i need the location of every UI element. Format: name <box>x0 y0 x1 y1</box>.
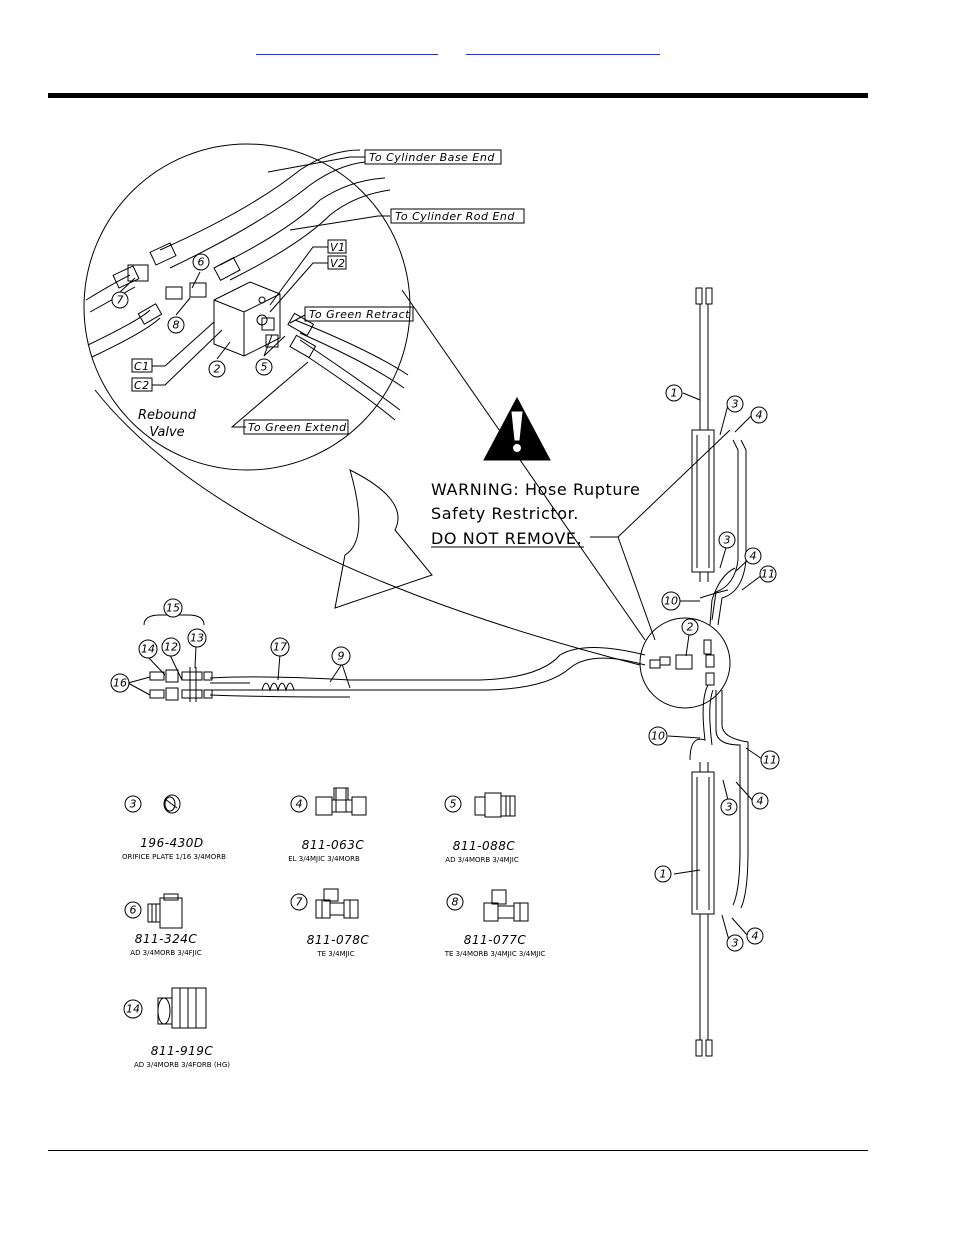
parts-ref-3: 3 <box>130 798 137 811</box>
part-number-5: 811-088C <box>453 839 516 853</box>
part-3-illustration <box>163 794 181 814</box>
label-v1: V1 <box>330 241 346 254</box>
junction-circle <box>639 617 731 709</box>
detail-arrow <box>334 469 433 609</box>
callout-4-top-a: 4 <box>756 409 763 422</box>
callout-circles <box>110 253 780 1019</box>
part-desc-3: ORIFICE PLATE 1/16 3/4MORB <box>122 853 226 861</box>
parts-ref-8: 8 <box>452 896 459 909</box>
label-to-green-retract: To Green Retract <box>309 308 410 321</box>
callout-2-detail: 2 <box>214 363 221 376</box>
callout-15: 15 <box>166 602 180 615</box>
label-rebound: Rebound <box>138 408 197 423</box>
part-number-14: 811-919C <box>151 1044 214 1058</box>
hose-wrap <box>261 682 295 692</box>
warning-line-3: DO NOT REMOVE. <box>431 529 582 548</box>
part-5-illustration <box>474 792 516 818</box>
warning-line-2: Safety Restrictor. <box>431 504 579 523</box>
callout-17: 17 <box>273 641 287 654</box>
part-number-3: 196-430D <box>140 836 203 850</box>
part-number-6: 811-324C <box>135 932 198 946</box>
callout-3-bottom-a: 3 <box>726 801 733 814</box>
part-desc-6: AD 3/4MORB 3/4FJIC <box>130 949 202 957</box>
bottom-cylinder <box>691 762 715 1057</box>
callout-9: 9 <box>338 650 345 663</box>
nav-link-next[interactable] <box>466 40 660 55</box>
label-c2: C2 <box>134 379 150 392</box>
parts-ref-14: 14 <box>126 1003 140 1016</box>
part-desc-5: AD 3/4MORB 3/4MJIC <box>445 856 519 864</box>
callout-4-bottom-a: 4 <box>757 795 764 808</box>
callout-3-top-a: 3 <box>732 398 739 411</box>
part-number-8: 811-077C <box>464 933 527 947</box>
label-v2: V2 <box>330 257 346 270</box>
callout-4-top-b: 4 <box>750 550 757 563</box>
parts-ref-6: 6 <box>130 904 137 917</box>
footer-rule <box>48 1150 868 1151</box>
callout-5-detail: 5 <box>261 361 268 374</box>
label-to-green-extend: To Green Extend <box>248 421 347 434</box>
part-4-illustration <box>315 787 367 816</box>
top-cylinder <box>691 287 715 582</box>
callout-1-bottom: 1 <box>660 868 667 881</box>
callout-12: 12 <box>164 641 178 654</box>
callout-11-top: 11 <box>761 568 775 581</box>
hose-end-fittings <box>149 667 213 702</box>
detail-fittings <box>112 242 317 359</box>
junction-valve <box>649 639 715 686</box>
callout-10-top: 10 <box>664 595 678 608</box>
part-6-illustration <box>147 893 183 929</box>
part-desc-4: EL 3/4MJIC 3/4MORB <box>288 855 360 863</box>
label-to-cylinder-base-end: To Cylinder Base End <box>369 151 495 164</box>
label-c1: C1 <box>134 360 150 373</box>
label-boxes <box>131 149 525 435</box>
callout-10-bottom: 10 <box>651 730 665 743</box>
main-leaders <box>127 392 763 945</box>
part-number-7: 811-078C <box>307 933 370 947</box>
callout-6-detail: 6 <box>198 256 205 269</box>
header-rule <box>48 93 868 98</box>
parts-ref-5: 5 <box>450 798 457 811</box>
part-desc-14: AD 3/4MORB 3/4FORB (HG) <box>134 1061 230 1069</box>
callout-3-top-b: 3 <box>724 534 731 547</box>
callout-7-detail: 7 <box>117 294 124 307</box>
callout-13: 13 <box>190 632 204 645</box>
detail-funnel-line <box>401 289 646 641</box>
detail-funnel-line <box>94 389 641 666</box>
callout-16: 16 <box>113 677 127 690</box>
callout-11-bottom: 11 <box>763 754 777 767</box>
part-14-illustration <box>157 987 207 1029</box>
part-desc-8: TE 3/4MORB 3/4MJIC 3/4MJIC <box>444 950 546 958</box>
part-8-illustration <box>483 889 529 922</box>
part-number-4: 811-063C <box>302 838 365 852</box>
callout-1-top: 1 <box>671 387 678 400</box>
callout-4-bottom-b: 4 <box>752 930 759 943</box>
callout-2-main: 2 <box>687 621 694 634</box>
rebound-valve-block <box>213 281 281 357</box>
detail-leaders <box>119 156 390 428</box>
parts-ref-4: 4 <box>296 798 303 811</box>
callout-8-detail: 8 <box>173 319 180 332</box>
detail-hoses <box>85 149 409 421</box>
cylinder-hoses <box>689 439 749 909</box>
label-to-cylinder-rod-end: To Cylinder Rod End <box>395 210 515 223</box>
warning-line-1: WARNING: Hose Rupture <box>431 480 640 499</box>
part-desc-7: TE 3/4MJIC <box>316 950 354 958</box>
parts-ref-7: 7 <box>296 896 303 909</box>
nav-link-previous[interactable] <box>256 40 438 55</box>
callout-14-main: 14 <box>141 643 155 656</box>
warning-triangle-icon <box>483 396 551 461</box>
callout-3-bottom-b: 3 <box>732 937 739 950</box>
part-7-illustration <box>315 888 359 919</box>
label-valve: Valve <box>149 425 184 440</box>
